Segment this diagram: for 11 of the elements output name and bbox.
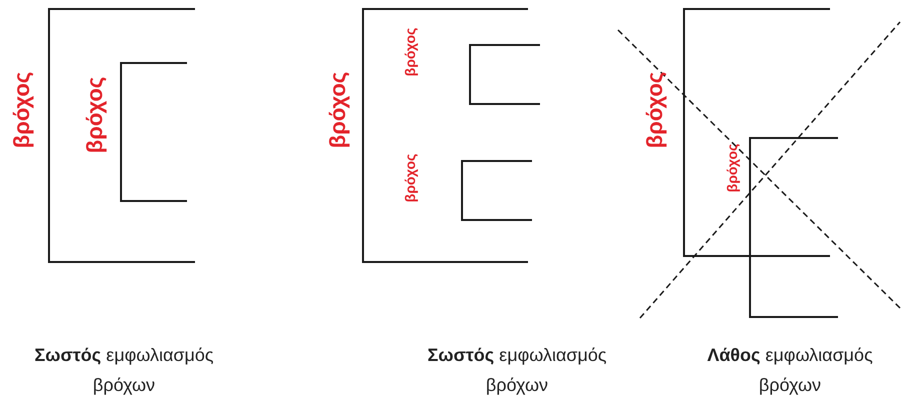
loop-label: βρόχος — [11, 72, 33, 148]
caption: Σωστός εμφωλιασμός βρόχων — [426, 344, 608, 397]
loop-label: βρόχος — [327, 72, 349, 148]
loop-label: βρόχος — [403, 28, 417, 76]
loop-label: βρόχος — [84, 76, 106, 154]
loop-label: βρόχος — [644, 72, 666, 148]
caption: Σωστός εμφωλιασμός βρόχων — [33, 344, 215, 397]
loop-label: βρόχος — [403, 154, 417, 202]
caption: Λάθος εμφωλιασμός βρόχων — [706, 344, 874, 397]
loop-label: βρόχος — [725, 144, 739, 192]
bracket-shape — [724, 137, 838, 318]
